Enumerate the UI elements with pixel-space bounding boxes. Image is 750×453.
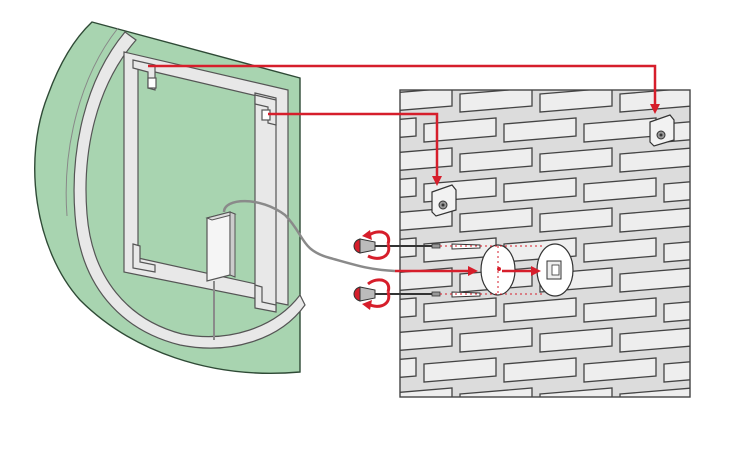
brick: [663, 301, 690, 323]
brick: [700, 148, 750, 172]
brick: [663, 241, 690, 263]
led-driver: [205, 211, 237, 282]
brick: [700, 208, 750, 232]
cable-outlet-box: [536, 243, 574, 297]
brick: [423, 357, 497, 383]
brick: [619, 387, 690, 397]
alignment-guides: [440, 245, 545, 295]
brick: [400, 147, 453, 171]
mounting-frame: [123, 51, 289, 313]
brick: [400, 117, 417, 138]
arrow-frame-to-left-bracket: [268, 112, 442, 186]
brick: [539, 327, 613, 353]
wall-bracket-right: [649, 114, 675, 147]
brick: [619, 147, 690, 173]
brick: [459, 327, 533, 353]
brick: [583, 177, 657, 203]
brick: [583, 357, 657, 383]
brick: [424, 418, 496, 442]
brick: [344, 418, 416, 442]
brick: [664, 418, 736, 442]
brick: [663, 181, 690, 203]
brick: [400, 327, 453, 351]
mirror-rim: [65, 27, 119, 217]
brick: [619, 327, 690, 353]
brick: [400, 387, 453, 397]
brick: [504, 418, 576, 442]
frame-corner-top-right: [254, 94, 277, 126]
brick: [619, 267, 690, 293]
brick: [400, 177, 417, 198]
frame-corner-bottom-right: [254, 284, 277, 313]
brick: [459, 387, 533, 397]
brick: [539, 90, 613, 113]
brick: [400, 237, 417, 258]
wall-outline: [399, 89, 691, 398]
brick: [400, 297, 417, 318]
frame-corner-bottom-left: [132, 243, 156, 273]
brick: [423, 117, 497, 143]
brick: [583, 237, 657, 263]
brick: [700, 328, 750, 352]
mirror-edge-strip: [73, 31, 306, 349]
brick: [503, 117, 577, 143]
rotate-icon: [362, 278, 391, 310]
brick: [400, 357, 417, 378]
brick: [700, 268, 750, 292]
brick: [700, 88, 750, 112]
brick: [423, 297, 497, 323]
driver-cable: [222, 199, 396, 273]
rotate-icon: [362, 230, 391, 260]
wall-bracket-left: [431, 184, 457, 217]
brick: [503, 177, 577, 203]
mirror-assembly: [34, 21, 396, 374]
brick-wall: [344, 88, 750, 442]
brick: [459, 90, 533, 113]
brick: [400, 90, 453, 111]
brick-courses: [344, 88, 750, 442]
brick: [700, 388, 750, 412]
brick: [503, 297, 577, 323]
screw-bottom: [353, 286, 441, 302]
brick: [663, 361, 690, 383]
brick: [459, 207, 533, 233]
brick: [619, 207, 690, 233]
brick: [539, 207, 613, 233]
arrow-frame-to-right-bracket: [148, 64, 660, 114]
mounting-arrows: [148, 64, 660, 276]
brick: [503, 357, 577, 383]
brick: [539, 147, 613, 173]
brick: [583, 297, 657, 323]
brick: [459, 147, 533, 173]
brick: [539, 387, 613, 397]
screw-top: [353, 238, 441, 254]
brick: [584, 418, 656, 442]
